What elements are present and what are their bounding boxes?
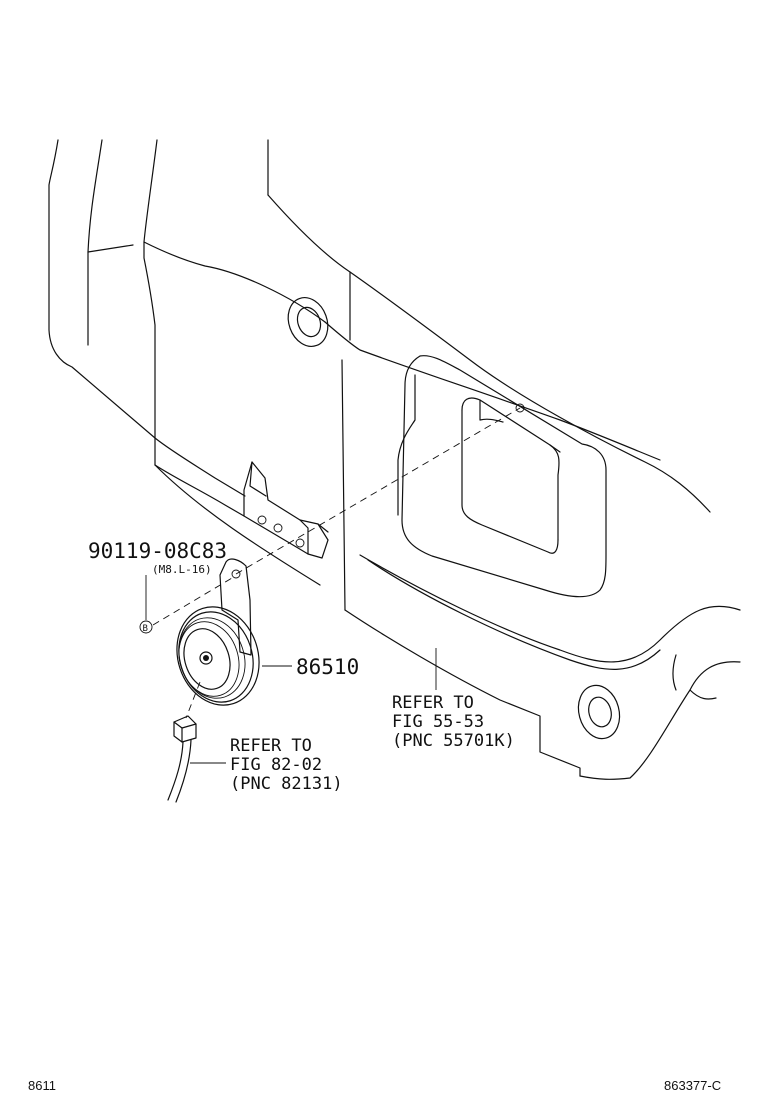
wiring-ref-line3: (PNC 82131) [230,774,343,794]
body-panel-left [48,139,269,517]
footer-right-code: 863377-C [664,1078,721,1093]
bolt-leader-dash [152,577,233,626]
footer-left-code: 8611 [28,1078,56,1093]
horn-assembly [176,558,260,719]
bolt-spec: (M8.L-16) [152,563,212,576]
body-mount-bracket [243,461,329,559]
wiring-ref-line2[interactable]: FIG 82-02 [230,755,322,775]
bolt-marker-label: B [143,624,148,634]
panel-ref-line2[interactable]: FIG 55-53 [392,712,484,732]
panel-pocket [397,355,607,598]
panel-ref-line3: (PNC 55701K) [392,731,515,751]
horn-connector-wire [167,715,197,803]
bolt-part-number[interactable]: 90119-08C83 [88,539,227,563]
installation-line [235,407,521,575]
body-panel-lower [344,554,741,780]
panel-ref-line1: REFER TO [392,693,474,713]
horn-part-number[interactable]: 86510 [296,655,359,679]
wiring-ref-line1: REFER TO [230,736,312,756]
mounting-boss-upper [287,297,329,347]
upper-panel-edge [143,194,711,611]
mounting-boss-lower [577,684,621,740]
mount-hole [515,403,525,413]
bolt-marker: B [139,575,153,634]
